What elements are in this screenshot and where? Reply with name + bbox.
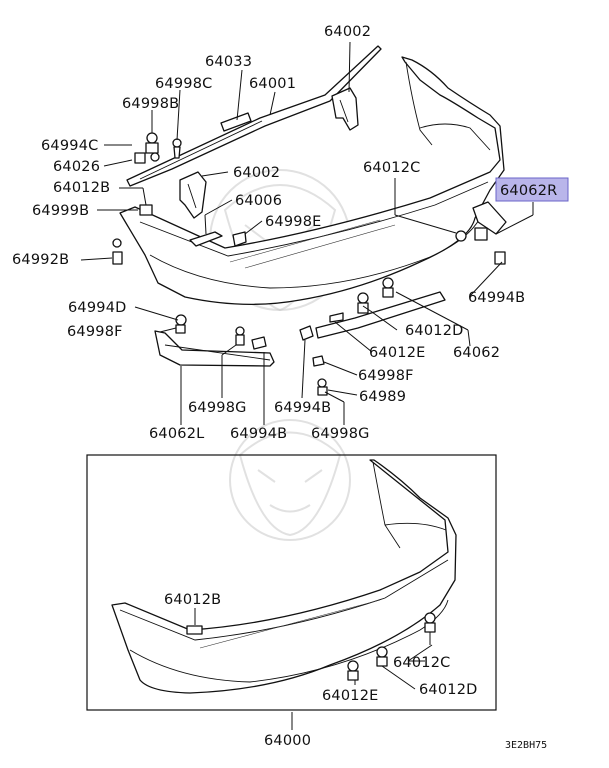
- part-64006: [189, 231, 223, 247]
- label-64002-top[interactable]: 64002: [324, 24, 371, 40]
- label-64998F-right[interactable]: 64998F: [358, 368, 414, 384]
- label-64006[interactable]: 64006: [235, 193, 282, 209]
- part-64062R: [472, 201, 507, 265]
- part-64062: [299, 277, 446, 396]
- part-labels: 64002 64033 64998C 64001 64998B 64994C 6…: [12, 24, 557, 751]
- label-64033[interactable]: 64033: [205, 54, 252, 70]
- label-64994B-lower1[interactable]: 64994B: [274, 400, 331, 416]
- bracket-64002-top: [331, 87, 359, 131]
- label-64012D-bottom[interactable]: 64012D: [419, 682, 478, 698]
- reinforcement-strip-64001: [126, 45, 382, 187]
- label-64994D[interactable]: 64994D: [68, 300, 127, 316]
- label-64999B[interactable]: 64999B: [32, 203, 89, 219]
- part-64062L: [154, 314, 275, 367]
- label-64998E[interactable]: 64998E: [265, 214, 322, 230]
- label-64012E-top[interactable]: 64012E: [369, 345, 426, 361]
- leader-lines-upper: [80, 41, 534, 425]
- label-64989[interactable]: 64989: [359, 389, 406, 405]
- label-64062R[interactable]: 64062R: [500, 183, 557, 199]
- label-64994C[interactable]: 64994C: [41, 138, 98, 154]
- label-64026[interactable]: 64026: [53, 159, 100, 175]
- label-64062[interactable]: 64062: [453, 345, 500, 361]
- label-64998G-right[interactable]: 64998G: [311, 426, 370, 442]
- label-64998C[interactable]: 64998C: [155, 76, 212, 92]
- label-64062L[interactable]: 64062L: [149, 426, 204, 442]
- label-64012B-top[interactable]: 64012B: [53, 180, 110, 196]
- label-64992B[interactable]: 64992B: [12, 252, 69, 268]
- label-64998B[interactable]: 64998B: [122, 96, 179, 112]
- leader-lines-lower: [194, 608, 433, 730]
- upper-bumper-cover: [119, 56, 505, 305]
- lower-bumper-cover: [111, 459, 457, 694]
- detail-box: [86, 454, 497, 711]
- bracket-64002-mid: [179, 171, 207, 219]
- label-64012E-bottom[interactable]: 64012E: [322, 688, 379, 704]
- label-64001[interactable]: 64001: [249, 76, 296, 92]
- diagram-code: 3E2BH75: [505, 740, 547, 751]
- label-64012C-bottom[interactable]: 64012C: [393, 655, 450, 671]
- plate-64033: [220, 112, 252, 132]
- label-64998G-left[interactable]: 64998G: [188, 400, 247, 416]
- label-64000[interactable]: 64000: [264, 733, 311, 749]
- label-64012B-bottom[interactable]: 64012B: [164, 592, 221, 608]
- clips-upper: [112, 132, 467, 265]
- label-64012C-top[interactable]: 64012C: [363, 160, 420, 176]
- highlight-box-64062R: [495, 177, 569, 202]
- label-64012D-top[interactable]: 64012D: [405, 323, 464, 339]
- label-64002-mid[interactable]: 64002: [233, 165, 280, 181]
- label-64998F-left[interactable]: 64998F: [67, 324, 123, 340]
- label-64994B-lower2[interactable]: 64994B: [230, 426, 287, 442]
- label-64994B-right[interactable]: 64994B: [468, 290, 525, 306]
